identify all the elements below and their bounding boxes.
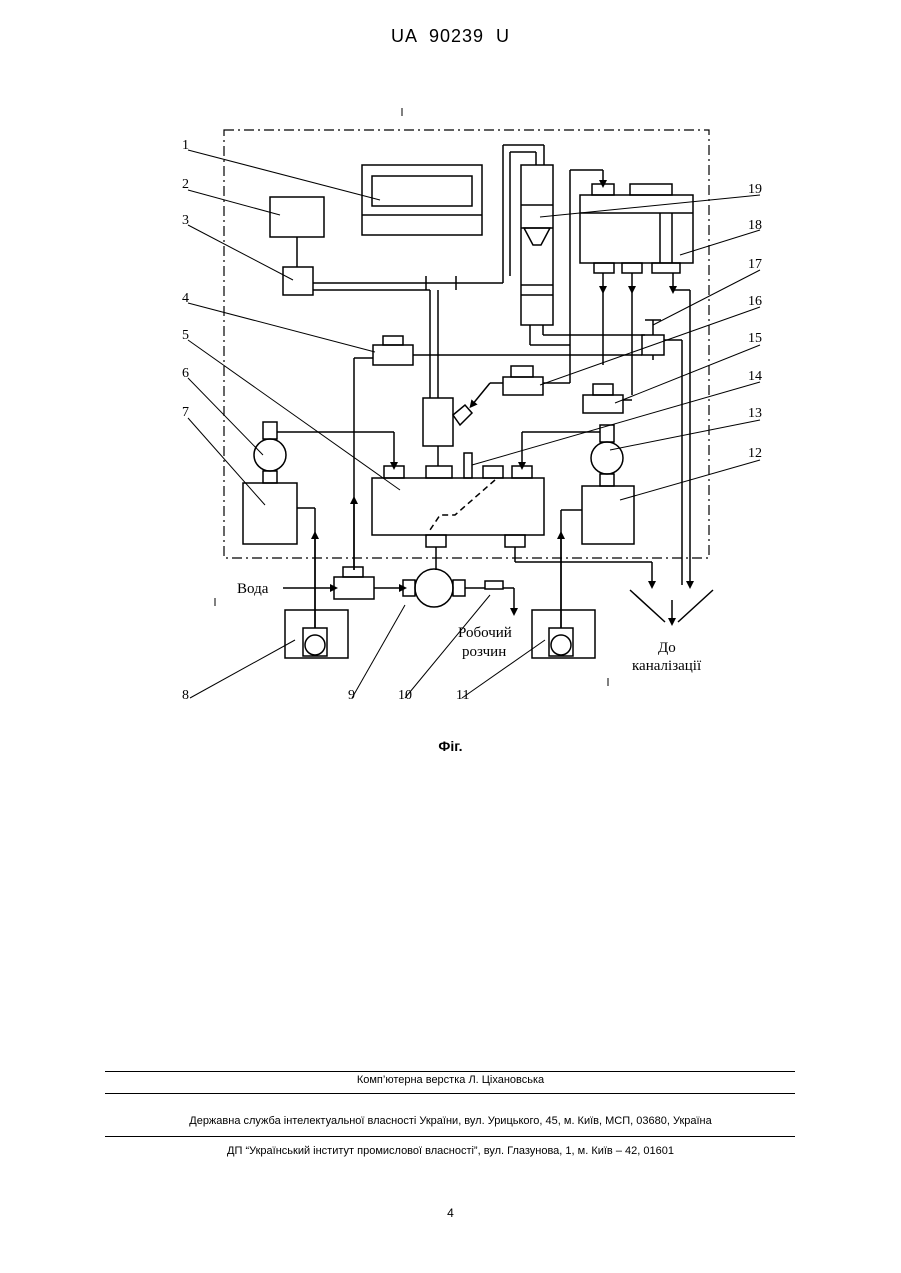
figure-caption: Фіг. [0, 738, 901, 754]
institute-address: ДП “Український інститут промислової вла… [0, 1145, 901, 1157]
label-11: 11 [456, 688, 469, 703]
label-6: 6 [182, 366, 189, 381]
label-17: 17 [748, 257, 762, 272]
label-1: 1 [182, 138, 189, 153]
working-solution-label-2: розчин [462, 644, 506, 660]
footer-divider-1 [105, 1071, 795, 1072]
label-10: 10 [398, 688, 412, 703]
label-19: 19 [748, 182, 762, 197]
sensor-4 [373, 345, 413, 365]
reactor-5 [372, 478, 544, 535]
label-13: 13 [748, 406, 762, 421]
label-5: 5 [182, 328, 189, 343]
label-14: 14 [748, 369, 762, 384]
tank-7 [243, 483, 297, 544]
label-16: 16 [748, 294, 762, 309]
label-12: 12 [748, 446, 762, 461]
dosing-unit [423, 398, 453, 446]
label-7: 7 [182, 405, 189, 420]
label-4: 4 [182, 291, 189, 306]
analyzer-18 [580, 195, 693, 263]
label-2: 2 [182, 177, 189, 192]
block-2 [270, 197, 324, 237]
label-8: 8 [182, 688, 189, 703]
footer-divider-3 [105, 1136, 795, 1137]
pump-6 [254, 439, 286, 471]
label-15: 15 [748, 331, 762, 346]
mixer [334, 577, 374, 599]
tank-8 [285, 610, 348, 658]
footer-divider-2 [105, 1093, 795, 1094]
water-label: Вода [237, 581, 269, 597]
sewer-label-1: До [658, 640, 676, 656]
page-number: 4 [0, 1206, 901, 1220]
controller-3 [283, 267, 313, 295]
pump-13 [591, 442, 623, 474]
flowmeter-10 [485, 581, 503, 589]
tank-12 [582, 486, 634, 544]
working-solution-label-1: Робочий [458, 625, 512, 641]
label-3: 3 [182, 213, 189, 228]
label-9: 9 [348, 688, 355, 703]
sensor-15 [583, 395, 623, 413]
tank-11 [532, 610, 595, 658]
agency-address: Державна служба інтелектуальної власност… [0, 1115, 901, 1127]
pump-9 [415, 569, 453, 607]
sewer-label-2: каналізації [632, 658, 702, 674]
label-18: 18 [748, 218, 762, 233]
sensor-16 [503, 377, 543, 395]
layout-credit: Комп’ютерна верстка Л. Ціхановська [0, 1074, 901, 1086]
